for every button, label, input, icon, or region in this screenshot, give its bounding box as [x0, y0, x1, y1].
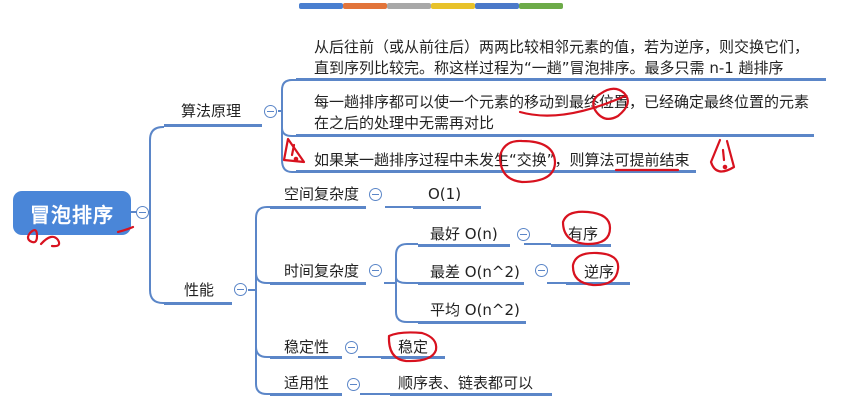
stability-value-underline	[381, 356, 445, 359]
time-best-label: 最好 O(n)	[430, 225, 498, 243]
time-complexity-label: 时间复杂度	[284, 262, 360, 280]
stability-label: 稳定性	[284, 338, 330, 356]
time-complexity-underline	[270, 282, 366, 285]
collapse-best-toggle-icon[interactable]	[517, 228, 530, 241]
collapse-worst-toggle-icon[interactable]	[535, 264, 548, 277]
color-tab[interactable]	[475, 3, 519, 9]
collapse-stability-toggle-icon[interactable]	[345, 341, 358, 354]
performance-branch-underline	[164, 302, 232, 305]
space-complexity-value-underline	[413, 206, 481, 209]
time-worst-underline	[418, 282, 524, 285]
time-average-label: 平均 O(n^2)	[430, 301, 520, 319]
stability-underline	[270, 356, 342, 359]
time-best-note: 有序	[568, 225, 599, 243]
root-node[interactable]: 冒泡排序	[13, 191, 131, 235]
collapse-applicability-toggle-icon[interactable]	[347, 378, 360, 391]
color-tab[interactable]	[519, 3, 563, 9]
color-tab[interactable]	[343, 3, 387, 9]
collapse-root-toggle-icon[interactable]	[136, 206, 149, 219]
space-complexity-value: O(1)	[428, 185, 462, 203]
algorithm-branch-label: 算法原理	[181, 102, 242, 120]
collapse-time-toggle-icon[interactable]	[369, 264, 382, 277]
applicability-label: 适用性	[284, 374, 330, 392]
algorithm-item-1-underline	[296, 78, 826, 81]
algorithm-branch-underline	[164, 124, 262, 127]
collapse-algorithm-toggle-icon[interactable]	[264, 105, 277, 118]
collapse-space-toggle-icon[interactable]	[369, 188, 382, 201]
time-worst-note-underline	[566, 282, 630, 285]
applicability-value-underline	[390, 393, 552, 396]
algorithm-item-2-underline	[296, 134, 814, 137]
stability-value: 稳定	[398, 338, 429, 356]
time-best-underline	[418, 244, 510, 247]
space-complexity-label: 空间复杂度	[284, 185, 360, 203]
time-average-underline	[418, 321, 526, 324]
algorithm-item-1: 从后往前（或从前往后）两两比较相邻元素的值，若为逆序，则交换它们，直到序列比较完…	[314, 38, 810, 77]
root-node-label: 冒泡排序	[30, 202, 114, 227]
color-tab[interactable]	[299, 3, 343, 9]
applicability-underline	[270, 393, 342, 396]
algorithm-item-3-underline	[296, 170, 696, 173]
color-tab[interactable]	[431, 3, 475, 9]
space-complexity-underline	[270, 206, 366, 209]
time-worst-label: 最差 O(n^2)	[430, 263, 520, 281]
time-worst-note: 逆序	[584, 263, 615, 281]
algorithm-item-3: 如果某一趟排序过程中未发生“交换”，则算法可提前结束	[314, 151, 690, 169]
applicability-value: 顺序表、链表都可以	[398, 374, 534, 392]
color-tab[interactable]	[387, 3, 431, 9]
performance-branch-label: 性能	[184, 281, 215, 299]
time-best-note-underline	[551, 244, 611, 247]
collapse-performance-toggle-icon[interactable]	[234, 283, 247, 296]
algorithm-item-2: 每一趟排序都可以使一个元素的移动到最终位置，已经确定最终位置的元素在之后的处理中…	[314, 93, 810, 132]
